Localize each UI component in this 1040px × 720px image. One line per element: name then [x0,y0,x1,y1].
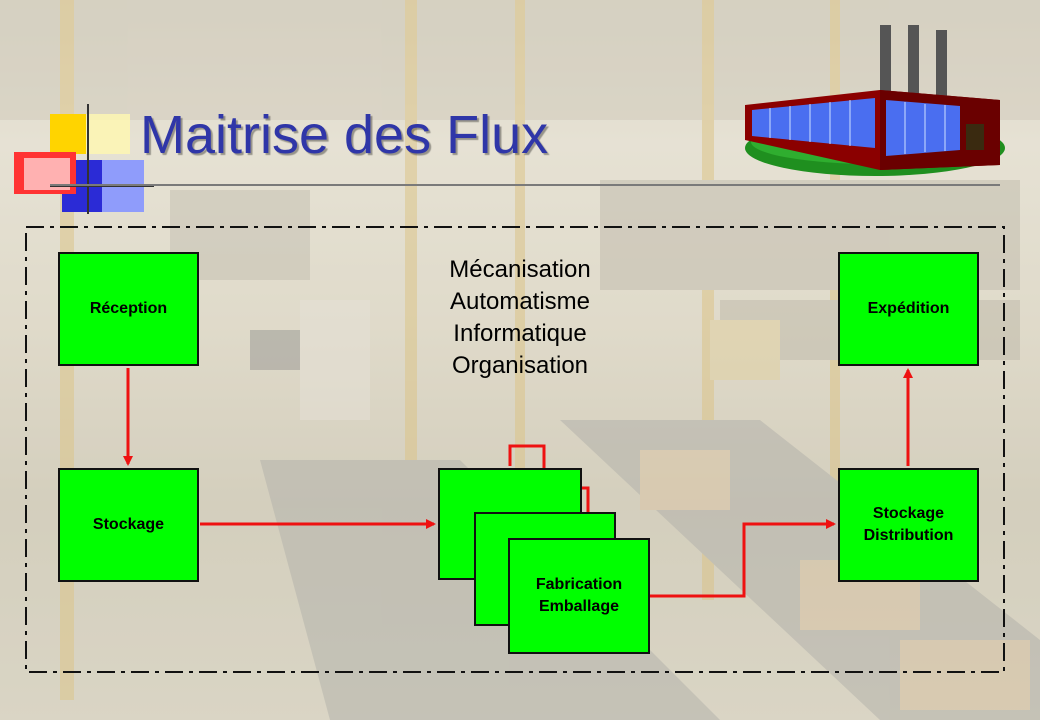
stockage-distribution-label: Stockage Distribution [863,505,954,544]
title-divider [50,184,1000,186]
stockage-box: Stockage [58,468,199,582]
process-frame [25,226,1005,673]
method-item: Mécanisation [449,256,591,283]
stockage-label: Stockage [92,516,165,533]
methods-list: Mécanisation Automatisme Informatique Or… [420,254,620,382]
expedition-label: Expédition [867,300,950,317]
decorative-squares-icon [14,104,154,214]
reception-box: Réception [58,252,199,366]
page-title: Maitrise des Flux [140,105,549,165]
expedition-box: Expédition [838,252,979,366]
factory-icon [745,25,1005,176]
arrow-fabrication-to-distribution [650,519,836,598]
fabrication-label: Fabrication Emballage [535,576,623,615]
method-item: Organisation [451,352,589,379]
method-item: Informatique [453,320,587,347]
stockage-distribution-box: Stockage Distribution [838,468,979,582]
reception-label: Réception [89,300,168,317]
method-item: Automatisme [449,288,591,315]
fabrication-box: Fabrication Emballage [508,538,650,654]
